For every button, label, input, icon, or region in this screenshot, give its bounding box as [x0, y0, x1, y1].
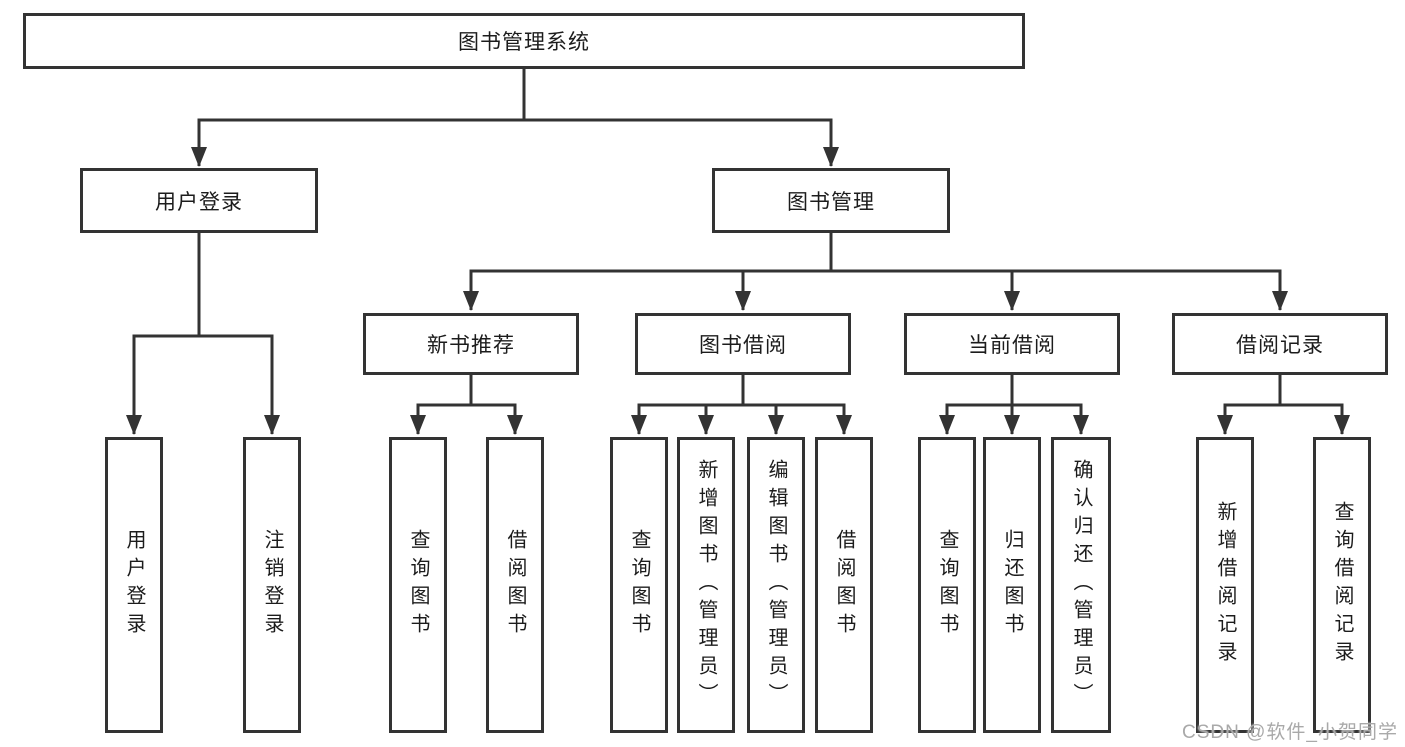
node-new-book-recommendation: 新书推荐 — [363, 313, 579, 375]
node-query-books-current: 查询图书 — [918, 437, 976, 733]
node-label: 查询图书 — [936, 529, 958, 641]
node-return-books: 归还图书 — [983, 437, 1041, 733]
node-label: 借阅图书 — [833, 529, 855, 641]
node-label: 图书借阅 — [699, 334, 787, 357]
node-label: 新书推荐 — [427, 334, 515, 357]
node-label: 确认归还（管理员） — [1070, 459, 1092, 711]
node-book-borrowing: 图书借阅 — [635, 313, 851, 375]
node-borrow-records: 借阅记录 — [1172, 313, 1388, 375]
node-book-management: 图书管理 — [712, 168, 950, 233]
watermark: CSDN @软件_小贺同学 — [1182, 722, 1398, 743]
node-label: 注销登录 — [261, 529, 283, 641]
node-label: 查询借阅记录 — [1331, 501, 1353, 669]
node-label: 新增借阅记录 — [1214, 501, 1236, 669]
node-label: 编辑图书（管理员） — [765, 459, 787, 711]
node-user-login-leaf: 用户登录 — [105, 437, 163, 733]
node-borrow-books-leaf: 借阅图书 — [815, 437, 873, 733]
node-label: 借阅图书 — [504, 529, 526, 641]
node-label: 新增图书（管理员） — [695, 459, 717, 711]
node-user-login: 用户登录 — [80, 168, 318, 233]
node-label: 查询图书 — [628, 529, 650, 641]
node-edit-books-admin: 编辑图书（管理员） — [747, 437, 805, 733]
node-current-borrowing: 当前借阅 — [904, 313, 1120, 375]
node-add-borrow-record: 新增借阅记录 — [1196, 437, 1254, 733]
connector-rails — [132, 67, 1344, 407]
node-label: 图书管理 — [787, 190, 875, 214]
node-label: 用户登录 — [155, 190, 243, 214]
node-query-books-recommend: 查询图书 — [389, 437, 447, 733]
node-confirm-return-admin: 确认归还（管理员） — [1051, 437, 1111, 733]
connector-arrows — [126, 120, 1350, 435]
node-query-books-borrowing: 查询图书 — [610, 437, 668, 733]
node-label: 图书管理系统 — [458, 31, 590, 54]
node-label: 查询图书 — [407, 529, 429, 641]
node-query-borrow-record: 查询借阅记录 — [1313, 437, 1371, 733]
node-label: 用户登录 — [123, 529, 145, 641]
node-label: 归还图书 — [1001, 529, 1023, 641]
node-label: 当前借阅 — [968, 334, 1056, 357]
node-borrow-books-recommend: 借阅图书 — [486, 437, 544, 733]
node-library-management-system: 图书管理系统 — [23, 13, 1025, 69]
node-add-books-admin: 新增图书（管理员） — [677, 437, 735, 733]
node-label: 借阅记录 — [1236, 334, 1324, 357]
node-logout: 注销登录 — [243, 437, 301, 733]
